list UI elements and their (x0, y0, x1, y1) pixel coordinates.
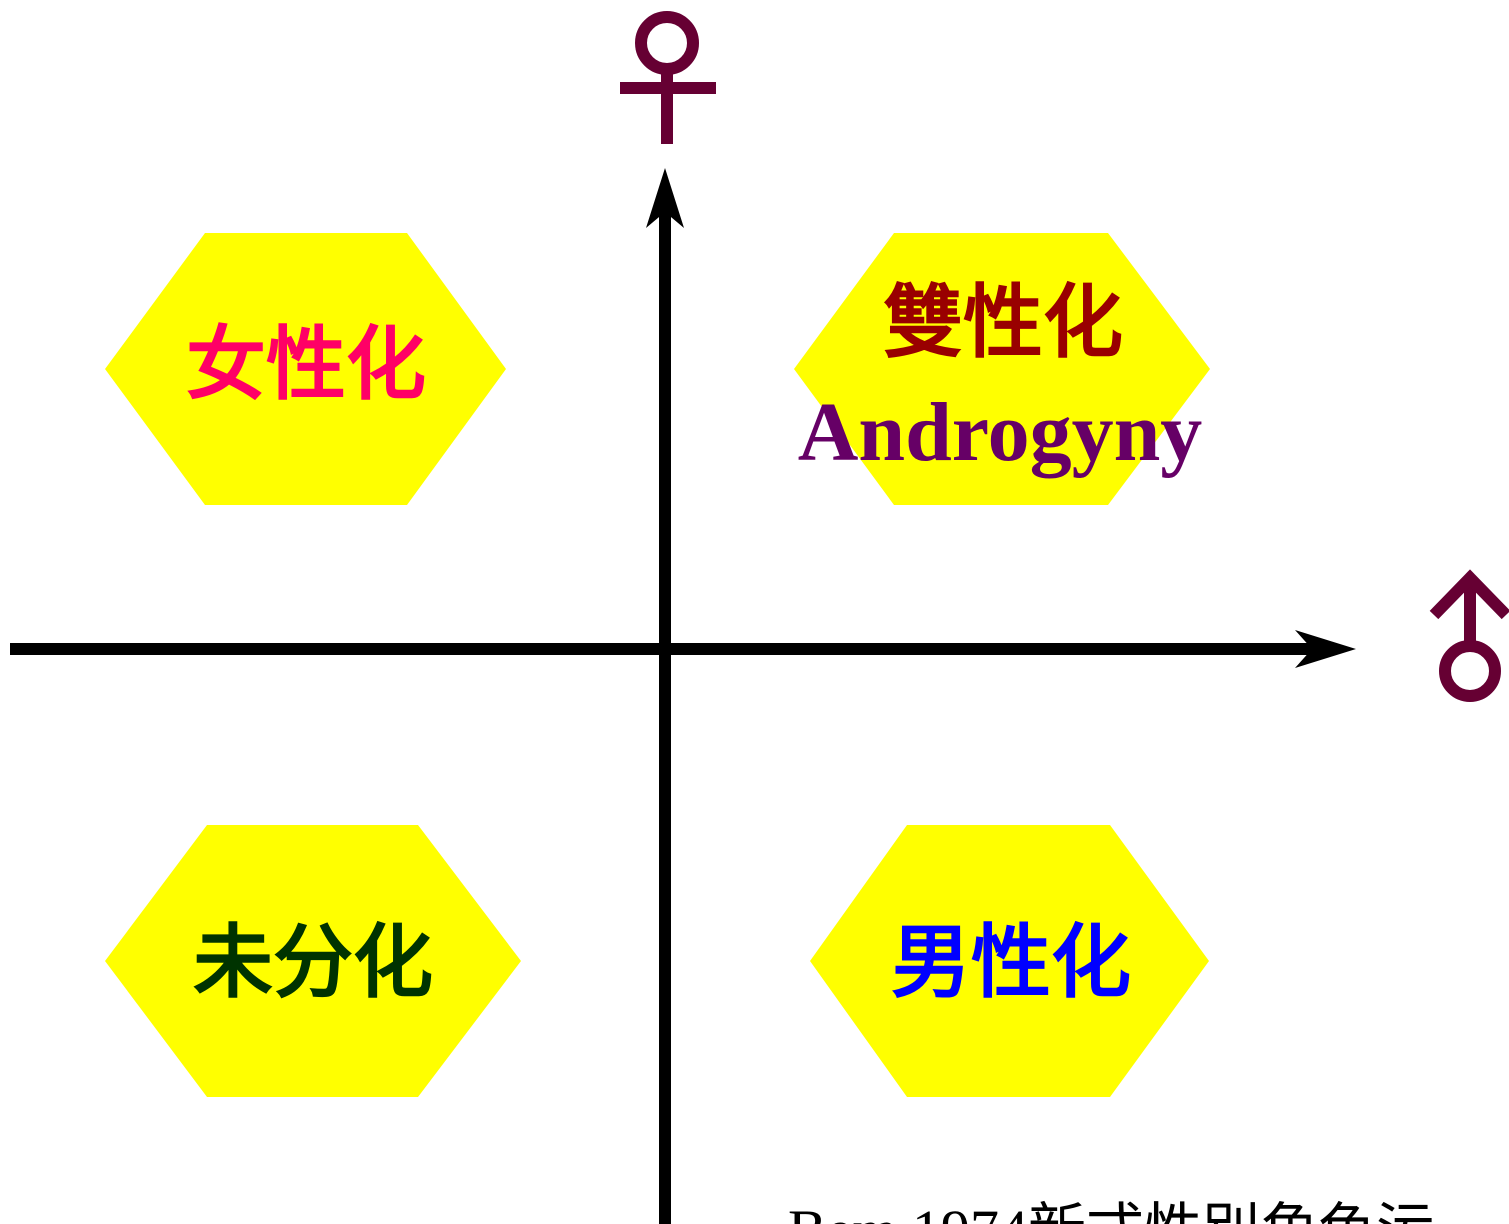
label-androgynous: 雙性化 (883, 275, 1123, 369)
hexagon-bottom-right (810, 825, 1209, 1097)
label-feminine: 女性化 (186, 317, 426, 411)
hexagon-top-left (105, 233, 506, 505)
label-androgyny-english: Androgyny (798, 386, 1203, 479)
vertical-axis-arrowhead (646, 168, 684, 228)
hexagon-top-right (794, 233, 1210, 505)
label-undifferentiated: 未分化 (193, 915, 433, 1009)
label-masculine: 男性化 (891, 915, 1131, 1009)
citation-text: Bem 1974新式性別角色污 (788, 1198, 1434, 1224)
female-symbol-icon (620, 11, 716, 144)
hexagon-bottom-left (105, 825, 521, 1097)
male-symbol-icon (1429, 569, 1509, 702)
horizontal-axis-arrowhead (1295, 630, 1356, 668)
